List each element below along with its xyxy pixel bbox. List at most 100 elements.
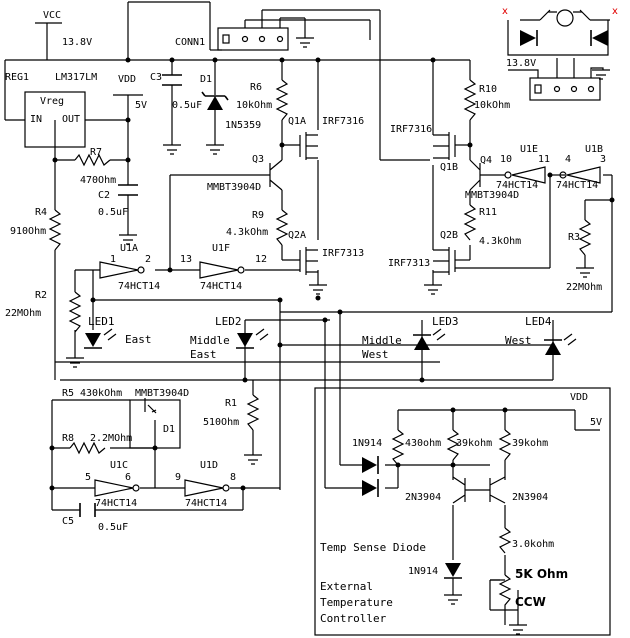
label-74hct14-u1c: 74HCT14 <box>95 498 137 509</box>
label-mmbt3904d-q4: MMBT3904D <box>465 190 519 201</box>
label-u1c: U1C <box>110 460 128 471</box>
label-r5-value: 430kOhm <box>80 388 122 399</box>
conn1-pin <box>258 35 266 43</box>
label-r7-value: 470Ohm <box>80 175 116 186</box>
label-vdd-ctrl: VDD <box>570 392 588 403</box>
label-reg1: REG1 <box>5 72 29 83</box>
label-irf7313a: IRF7313 <box>322 248 364 259</box>
label-138v-inset: 13.8V <box>506 58 536 69</box>
label-r6-value: 10kOhm <box>236 100 272 111</box>
label-r3-value: 22MOhm <box>566 282 602 293</box>
inset-connector <box>507 9 610 101</box>
label-pin4: 4 <box>565 154 571 165</box>
label-conn1: CONN1 <box>175 37 205 48</box>
label-3kohm: 3.0kohm <box>512 539 554 550</box>
label-r3: R3 <box>568 232 580 243</box>
label-pin9: 9 <box>175 472 181 483</box>
ground-symbols <box>66 37 610 635</box>
label-controller: Controller <box>320 612 387 625</box>
controller-box <box>314 387 611 636</box>
label-external: External <box>320 580 373 593</box>
label-pin2: 2 <box>145 254 151 265</box>
diode-box-d1 <box>129 399 181 449</box>
label-pin6: 6 <box>125 472 131 483</box>
label-r1: R1 <box>225 398 237 409</box>
label-pin8: 8 <box>230 472 236 483</box>
label-1n5359: 1N5359 <box>225 120 261 131</box>
label-2n3904-b: 2N3904 <box>512 492 548 503</box>
label-d1: D1 <box>200 74 212 85</box>
label-74hct14-u1f: 74HCT14 <box>200 281 242 292</box>
mark-x-right: x <box>612 6 618 17</box>
label-r10-value: 10kOhm <box>474 100 510 111</box>
label-r4: R4 <box>35 207 47 218</box>
label-c2-value: 0.5uF <box>98 207 128 218</box>
label-r8: R8 <box>62 433 74 444</box>
label-mmbt3904d: MMBT3904D <box>207 182 261 193</box>
label-r9-value: 4.3kOhm <box>226 227 268 238</box>
connector-conn1 <box>217 27 289 51</box>
label-u1a: U1A <box>120 243 138 254</box>
label-temperature: Temperature <box>320 596 393 609</box>
label-r11-value: 4.3kOhm <box>479 236 521 247</box>
label-r7: R7 <box>90 147 102 158</box>
label-5v: 5V <box>135 100 147 111</box>
label-out: OUT <box>62 114 80 125</box>
label-q1b: Q1B <box>440 162 458 173</box>
label-74hct14-u1b: 74HCT14 <box>556 180 598 191</box>
label-q2b: Q2B <box>440 230 458 241</box>
label-u1e: U1E <box>520 144 538 155</box>
capacitor-symbols <box>79 74 182 517</box>
resistor-symbols <box>48 79 592 554</box>
label-d1-osc: D1 <box>163 424 175 435</box>
label-middle-west-1: Middle <box>362 334 402 347</box>
zener-diode-d1 <box>207 96 223 110</box>
label-39kohm-a: 39kohm <box>456 438 492 449</box>
label-ccw: CCW <box>515 595 546 609</box>
label-irf7313b: IRF7313 <box>388 258 430 269</box>
label-east: East <box>125 333 152 346</box>
label-u1d: U1D <box>200 460 218 471</box>
zener-bar <box>201 91 229 101</box>
label-1n914-bottom: 1N914 <box>408 566 438 577</box>
label-vcc: VCC <box>43 10 61 21</box>
label-irf7316b: IRF7316 <box>390 124 432 135</box>
label-u1f: U1F <box>212 243 230 254</box>
label-r4-value: 910Ohm <box>10 226 46 237</box>
label-74hct14-u1e: 74HCT14 <box>496 180 538 191</box>
label-middle-west-2: West <box>362 348 389 361</box>
label-r2-value: 22MOhm <box>5 308 41 319</box>
potentiometer-5k <box>490 574 512 625</box>
label-c5: C5 <box>62 516 74 527</box>
label-74hct14-u1d: 74HCT14 <box>185 498 227 509</box>
label-pin3: 3 <box>600 154 606 165</box>
label-temp-sense-diode: Temp Sense Diode <box>320 541 426 554</box>
label-r11: R11 <box>479 207 497 218</box>
led-symbols <box>84 328 577 355</box>
label-vreg: Vreg <box>40 96 64 107</box>
label-1n914-top: 1N914 <box>352 438 382 449</box>
label-middle-east-2: East <box>190 348 217 361</box>
inverter-symbols <box>94 166 601 497</box>
label-pin11: 11 <box>538 154 550 165</box>
label-138v: 13.8V <box>62 37 92 48</box>
label-74hct14-u1a: 74HCT14 <box>118 281 160 292</box>
label-q2a: Q2A <box>288 230 306 241</box>
transistor-mmbt-osc <box>144 398 157 414</box>
label-c5-value: 0.5uF <box>98 522 128 533</box>
label-vdd: VDD <box>118 74 136 85</box>
label-5k-ohm: 5K Ohm <box>515 567 568 581</box>
label-q1a: Q1A <box>288 116 306 127</box>
label-pin5: 5 <box>85 472 91 483</box>
label-39kohm-b: 39kohm <box>512 438 548 449</box>
label-q4: Q4 <box>480 155 492 166</box>
label-mmbt3904d-osc: MMBT3904D <box>135 388 189 399</box>
label-q3: Q3 <box>252 154 264 165</box>
conn1-pin <box>276 35 284 43</box>
label-r1-value: 510Ohm <box>203 417 239 428</box>
label-led3: LED3 <box>432 315 459 328</box>
label-5v-ctrl: 5V <box>590 417 602 428</box>
label-west: West <box>505 334 532 347</box>
